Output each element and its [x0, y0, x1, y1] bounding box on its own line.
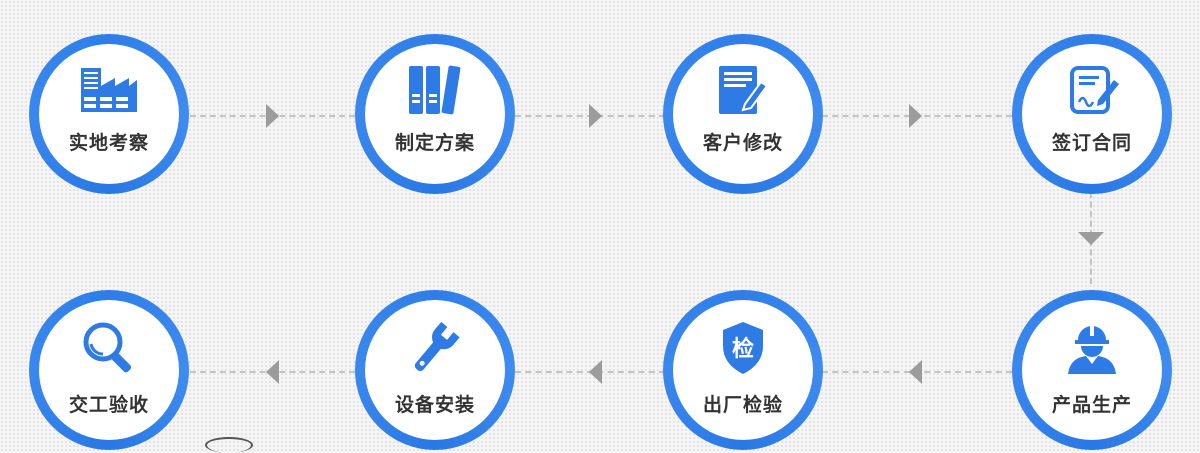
factory-icon	[81, 64, 137, 116]
arrow-left-icon	[266, 360, 279, 384]
step-site-survey: 实地考察	[29, 34, 189, 194]
contract-sign-icon	[1064, 64, 1120, 116]
step-production: 产品生产	[1012, 290, 1172, 450]
arrow-right-icon	[266, 104, 279, 128]
svg-text:检: 检	[732, 336, 754, 362]
arrow-left-icon	[909, 360, 922, 384]
step-acceptance: 交工验收	[29, 290, 189, 450]
step-label: 出厂检验	[702, 394, 783, 416]
magnifier-icon	[81, 322, 137, 374]
step-label: 制定方案	[394, 132, 475, 154]
step-client-revision: 客户修改	[663, 34, 823, 194]
step-factory-inspection: 检 出厂检验	[663, 290, 823, 450]
step-label: 实地考察	[68, 132, 149, 154]
edit-document-icon	[715, 64, 771, 116]
step-label: 交工验收	[68, 394, 149, 416]
step-sign-contract: 签订合同	[1012, 34, 1172, 194]
arrow-left-icon	[589, 360, 602, 384]
arrow-right-icon	[909, 104, 922, 128]
arrow-down-icon	[1078, 232, 1104, 245]
step-installation: 设备安装	[355, 290, 515, 450]
step-label: 设备安装	[394, 394, 475, 416]
worker-helmet-icon	[1064, 322, 1120, 374]
decorative-arc	[205, 437, 253, 453]
step-plan: 制定方案	[355, 34, 515, 194]
arrow-right-icon	[589, 104, 602, 128]
inspection-shield-icon: 检	[715, 322, 771, 374]
step-label: 产品生产	[1051, 394, 1132, 416]
step-label: 客户修改	[702, 132, 783, 154]
wrench-icon	[407, 321, 463, 374]
step-label: 签订合同	[1051, 132, 1132, 154]
binders-icon	[407, 64, 463, 116]
